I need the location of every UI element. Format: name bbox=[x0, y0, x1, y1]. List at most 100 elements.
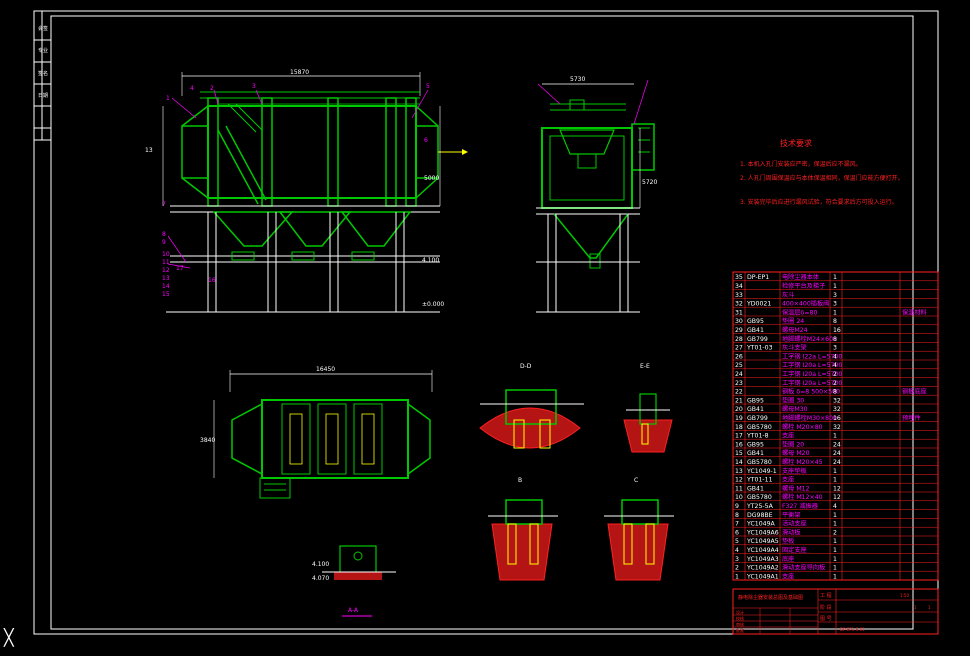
section-c: C bbox=[604, 477, 674, 581]
bom-cell-name: 螺栓 M20×80 bbox=[782, 423, 823, 431]
bom-cell-code: YT25-5A bbox=[746, 503, 774, 510]
section-e: E-E bbox=[623, 363, 673, 453]
plan-left-dimension: 3840 bbox=[200, 437, 215, 444]
bom-cell-code: YC1049A4 bbox=[746, 547, 779, 554]
item-label-9: 9 bbox=[162, 239, 166, 246]
bom-cell-code: YT01-8 bbox=[746, 433, 769, 440]
bom-cell-qty: 1 bbox=[833, 433, 837, 440]
detail-label: A-A bbox=[348, 607, 359, 614]
bom-cell-qty: 4 bbox=[833, 362, 837, 369]
bom-cell-no: 22 bbox=[735, 389, 743, 396]
bom-cell-code: YC1049-1 bbox=[746, 468, 777, 475]
bom-cell-no: 34 bbox=[735, 283, 743, 290]
bom-cell-name: 固定支座 bbox=[782, 546, 807, 554]
bom-cell-qty: 1 bbox=[833, 538, 837, 545]
bom-cell-name: 滑动板 bbox=[782, 528, 801, 536]
bom-cell-qty: 1 bbox=[833, 547, 837, 554]
tb-row-2: 校核 bbox=[736, 615, 744, 621]
bom-cell-no: 27 bbox=[735, 345, 743, 352]
bom-cell-code: GB41 bbox=[747, 450, 764, 457]
bom-cell-no: 9 bbox=[735, 503, 739, 510]
bom-cell-no: 14 bbox=[735, 459, 743, 466]
item-label-5: 5 bbox=[426, 83, 430, 90]
bom-cell-no: 3 bbox=[735, 556, 739, 563]
bom-cell-note: 钢板底座 bbox=[902, 388, 927, 396]
bom-cell-code: YC1049A6 bbox=[746, 529, 779, 536]
bom-cell-name: 滑动支座导向板 bbox=[782, 564, 825, 572]
bom-cell-qty: 32 bbox=[833, 406, 841, 413]
bom-cell-qty: 16 bbox=[833, 415, 841, 422]
bom-cell-name: 400×400插板阀 bbox=[782, 300, 829, 308]
bom-cell-qty: 16 bbox=[833, 327, 841, 334]
bom-cell-code: GB799 bbox=[747, 415, 768, 422]
bom-cell-name: 螺母 M20 bbox=[782, 449, 810, 457]
section-b-label: B bbox=[518, 477, 522, 484]
bom-cell-name: 螺母 M12 bbox=[782, 484, 810, 492]
front-left-dimension: 13 bbox=[145, 147, 153, 154]
bom-cell-name: 垫板 bbox=[782, 537, 794, 545]
bom-cell-qty: 1 bbox=[833, 556, 837, 563]
item-label-16: 16 bbox=[208, 277, 216, 284]
bom-cell-code: GB95 bbox=[747, 397, 764, 404]
bom-cell-qty: 1 bbox=[833, 283, 837, 290]
bom-cell-code: GB5780 bbox=[747, 424, 772, 431]
detail-elev-1: 4.100 bbox=[312, 561, 329, 568]
bom-cell-no: 32 bbox=[735, 301, 743, 308]
bom-cell-name: 地脚螺栓M30×800 bbox=[782, 414, 837, 422]
item-label-7: 7 bbox=[162, 201, 166, 208]
bom-cell-qty: 2 bbox=[833, 371, 837, 378]
bom-cell-no: 35 bbox=[735, 274, 743, 281]
bom-cell-code: YC1049A1 bbox=[746, 573, 779, 580]
bom-cell-qty: 8 bbox=[833, 336, 837, 343]
bom-cell-code: DG98BE bbox=[747, 512, 773, 519]
revision-strip: 会签 专业 签名 日期 bbox=[34, 11, 51, 141]
bom-cell-name: 地脚螺栓M24×600 bbox=[782, 335, 837, 343]
bom-cell-no: 1 bbox=[735, 573, 739, 580]
bom-cell-no: 10 bbox=[735, 494, 743, 501]
item-label-12: 12 bbox=[162, 267, 170, 274]
bom-cell-no: 12 bbox=[735, 477, 743, 484]
tb-sheets: 1 bbox=[928, 605, 931, 610]
bom-cell-no: 28 bbox=[735, 336, 743, 343]
bom-cell-no: 21 bbox=[735, 397, 743, 404]
tb-project-label: 工 程 bbox=[820, 592, 832, 599]
bom-cell-qty: 1 bbox=[833, 512, 837, 519]
bom-cell-code: GB41 bbox=[747, 327, 764, 334]
section-e-label: E-E bbox=[640, 363, 650, 370]
item-label-15: 15 bbox=[162, 291, 170, 298]
front-elev-ground: ±0.000 bbox=[422, 301, 444, 308]
bom-cell-note: 预埋件 bbox=[902, 414, 921, 422]
bom-cell-qty: 32 bbox=[833, 424, 841, 431]
bom-cell-code: GB799 bbox=[747, 336, 768, 343]
side-elevation: 5730 5720 bbox=[536, 76, 657, 313]
note-3: 3. 安装完毕后应进行漏风试验，符合要求后方可投入运行。 bbox=[740, 198, 898, 206]
item-label-6: 6 bbox=[424, 137, 428, 144]
bom-cell-name: 支座 bbox=[782, 572, 794, 580]
bom-cell-code: GB5780 bbox=[747, 494, 772, 501]
item-label-8: 8 bbox=[162, 231, 166, 238]
bom-cell-name: 灰斗支架 bbox=[782, 344, 807, 352]
section-b: B bbox=[488, 477, 558, 581]
bom-cell-no: 5 bbox=[735, 538, 739, 545]
item-label-13: 13 bbox=[162, 275, 170, 282]
bom-cell-code: YT01-11 bbox=[746, 477, 773, 484]
